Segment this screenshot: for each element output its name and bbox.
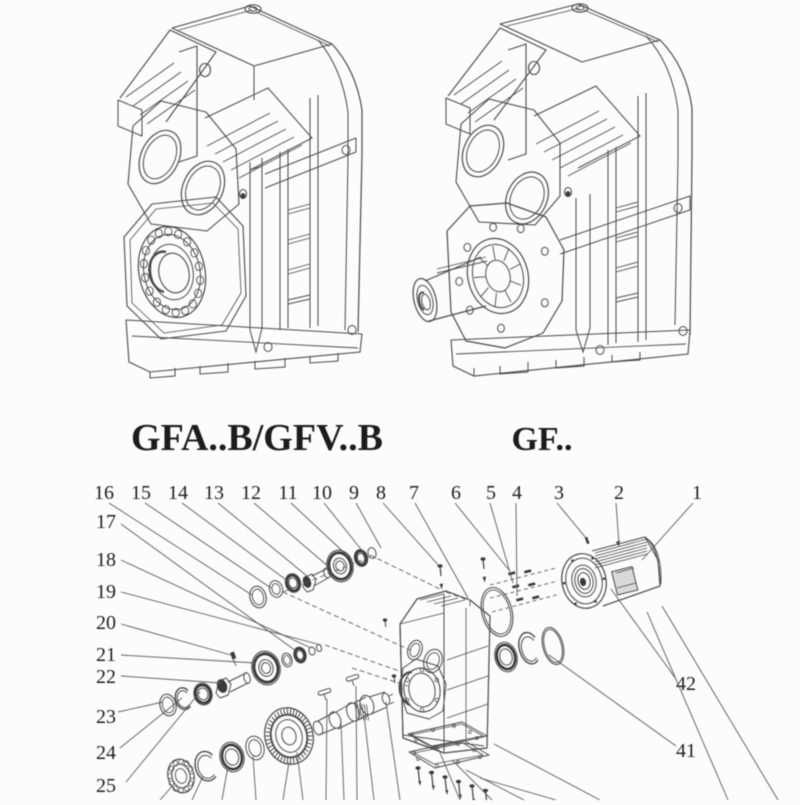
svg-text:41: 41 [676, 740, 696, 762]
svg-text:42: 42 [676, 673, 696, 695]
svg-text:4: 4 [512, 482, 522, 504]
svg-text:22: 22 [96, 666, 116, 688]
svg-text:3: 3 [554, 482, 564, 504]
svg-text:18: 18 [96, 549, 116, 571]
svg-text:17: 17 [96, 511, 116, 533]
svg-text:5: 5 [486, 482, 496, 504]
svg-text:16: 16 [94, 482, 114, 504]
svg-text:13: 13 [204, 482, 224, 504]
svg-text:12: 12 [241, 482, 261, 504]
svg-text:1: 1 [692, 482, 702, 504]
svg-text:19: 19 [96, 581, 116, 603]
svg-text:GF..: GF.. [511, 421, 572, 458]
svg-text:20: 20 [96, 612, 116, 634]
svg-text:7: 7 [409, 482, 419, 504]
svg-text:10: 10 [312, 482, 332, 504]
svg-text:25: 25 [96, 775, 116, 797]
svg-text:9: 9 [349, 482, 359, 504]
svg-text:24: 24 [96, 742, 116, 764]
svg-text:21: 21 [96, 644, 116, 666]
svg-text:11: 11 [278, 482, 297, 504]
svg-text:15: 15 [131, 482, 151, 504]
svg-text:6: 6 [451, 482, 461, 504]
svg-text:GFA..B/GFV..B: GFA..B/GFV..B [131, 417, 383, 459]
svg-text:2: 2 [614, 482, 624, 504]
svg-text:23: 23 [96, 706, 116, 728]
svg-text:8: 8 [376, 482, 386, 504]
svg-text:14: 14 [168, 482, 188, 504]
